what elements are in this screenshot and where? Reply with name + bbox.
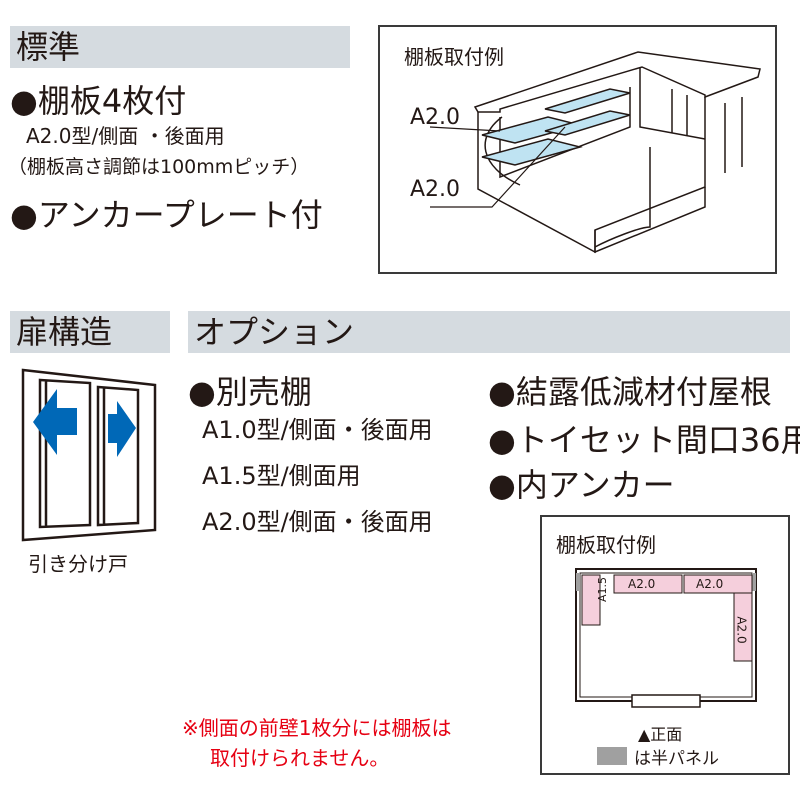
half-panel-swatch	[597, 747, 627, 765]
storage-shed-illustration	[429, 51, 761, 254]
standard-item-shelves: ●棚板4枚付	[10, 82, 187, 120]
door-header: 扉構造	[10, 311, 170, 353]
shelf-label-lower: A2.0	[410, 177, 461, 202]
arrow-left-icon	[33, 389, 77, 455]
plan-shelf-a20-2: A2.0	[696, 577, 724, 591]
plan-shelf-a20-3: A2.0	[734, 616, 749, 644]
shelf-plan-box: 棚板取付例 A1.5 A2.0 A2.0 A2.0 ▲正面 は半パネル	[540, 515, 790, 775]
note-line1: ※側面の前壁1枚分には棚板は	[182, 716, 452, 740]
door-caption: 引き分け戸	[28, 552, 128, 576]
shelf-example-title: 棚板取付例	[404, 45, 504, 69]
option-inner-anchor: ●内アンカー	[488, 466, 675, 504]
door-title: 扉構造	[16, 313, 113, 351]
options-header: オプション	[188, 311, 790, 353]
standard-header: 標準	[10, 26, 350, 68]
option-shelf-a10: A1.0型/側面・後面用	[202, 416, 433, 444]
plan-shelf-a15: A1.5	[596, 576, 610, 603]
option-roof: ●結露低減材付屋根	[488, 373, 772, 411]
standard-item-shelves-sub: A2.0型/側面 ・後面用	[26, 124, 225, 148]
standard-title: 標準	[16, 28, 81, 66]
plan-shelf-a20-1: A2.0	[628, 577, 656, 591]
half-panel-legend: は半パネル	[634, 749, 719, 769]
arrow-right-icon	[108, 401, 136, 457]
shelf-example-3d-box: 棚板取付例 A2.0 A2.0	[378, 25, 777, 274]
plan-front-label: ▲正面	[638, 725, 683, 744]
plan-title: 棚板取付例	[556, 533, 656, 557]
shelf-label-upper: A2.0	[410, 105, 461, 130]
option-shelf-a15: A1.5型/側面用	[202, 462, 361, 490]
options-title: オプション	[194, 313, 355, 351]
sliding-door-icon	[21, 368, 157, 542]
option-gutter: ●トイセット間口36用	[488, 421, 800, 459]
note-line2: 取付けられません。	[210, 746, 390, 770]
standard-item-anchor: ●アンカープレート付	[10, 196, 323, 234]
option-shelf: ●別売棚	[188, 373, 312, 411]
option-shelf-a20: A2.0型/側面・後面用	[202, 508, 433, 536]
standard-item-note: （棚板高さ調節は100mmピッチ）	[8, 156, 310, 178]
floor-plan	[575, 568, 757, 708]
